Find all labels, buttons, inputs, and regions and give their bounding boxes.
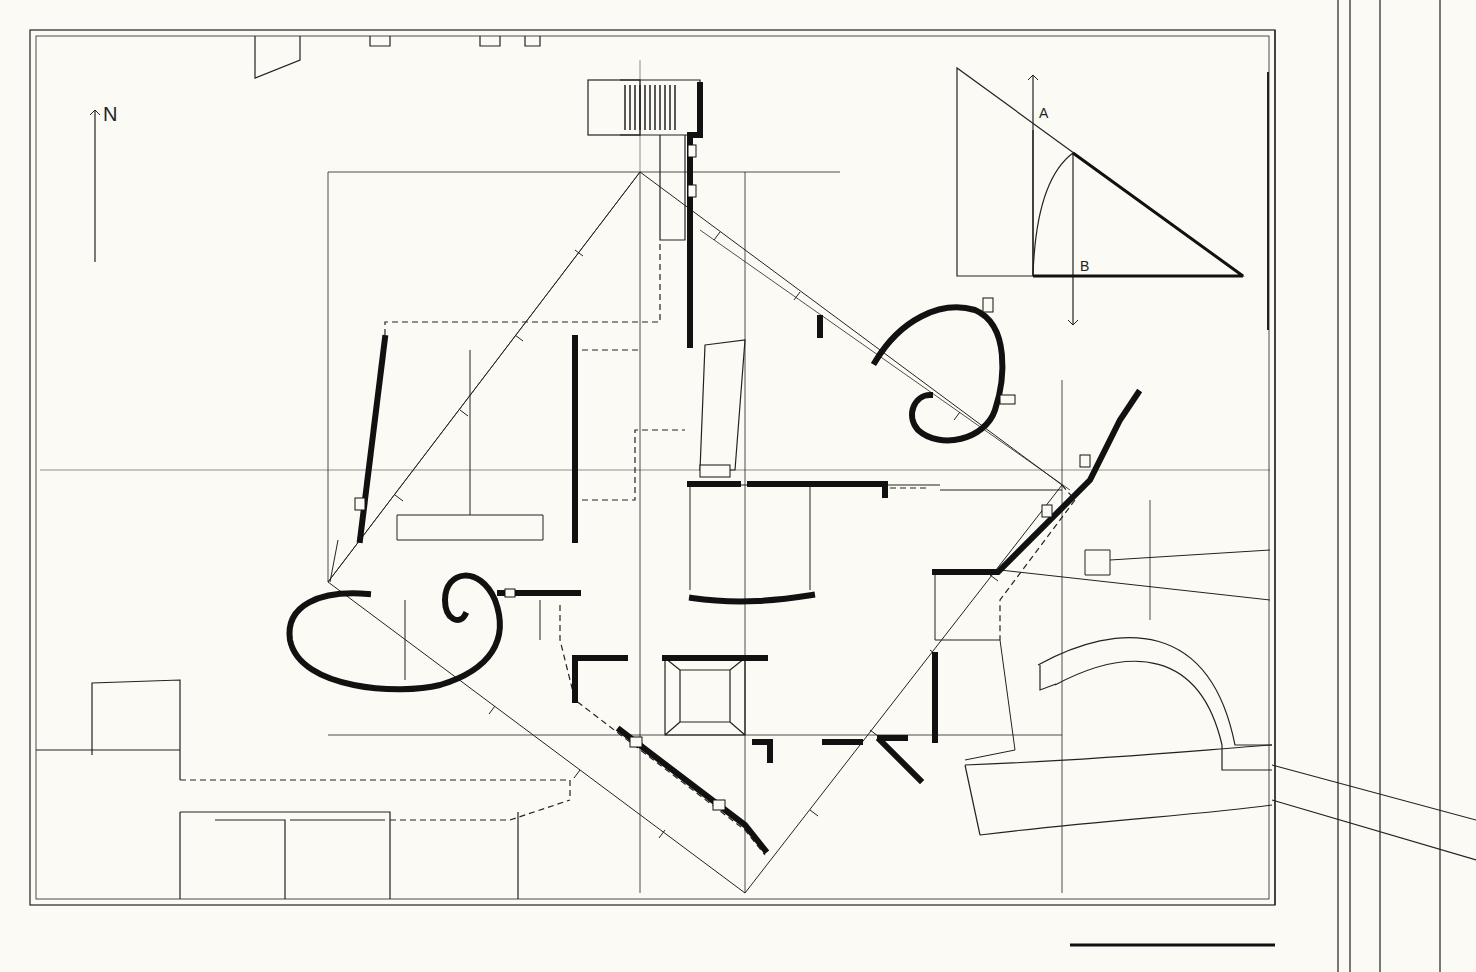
point-label: B [1079, 259, 1090, 273]
point-label: A [1038, 106, 1049, 120]
north-label: N [102, 104, 118, 124]
